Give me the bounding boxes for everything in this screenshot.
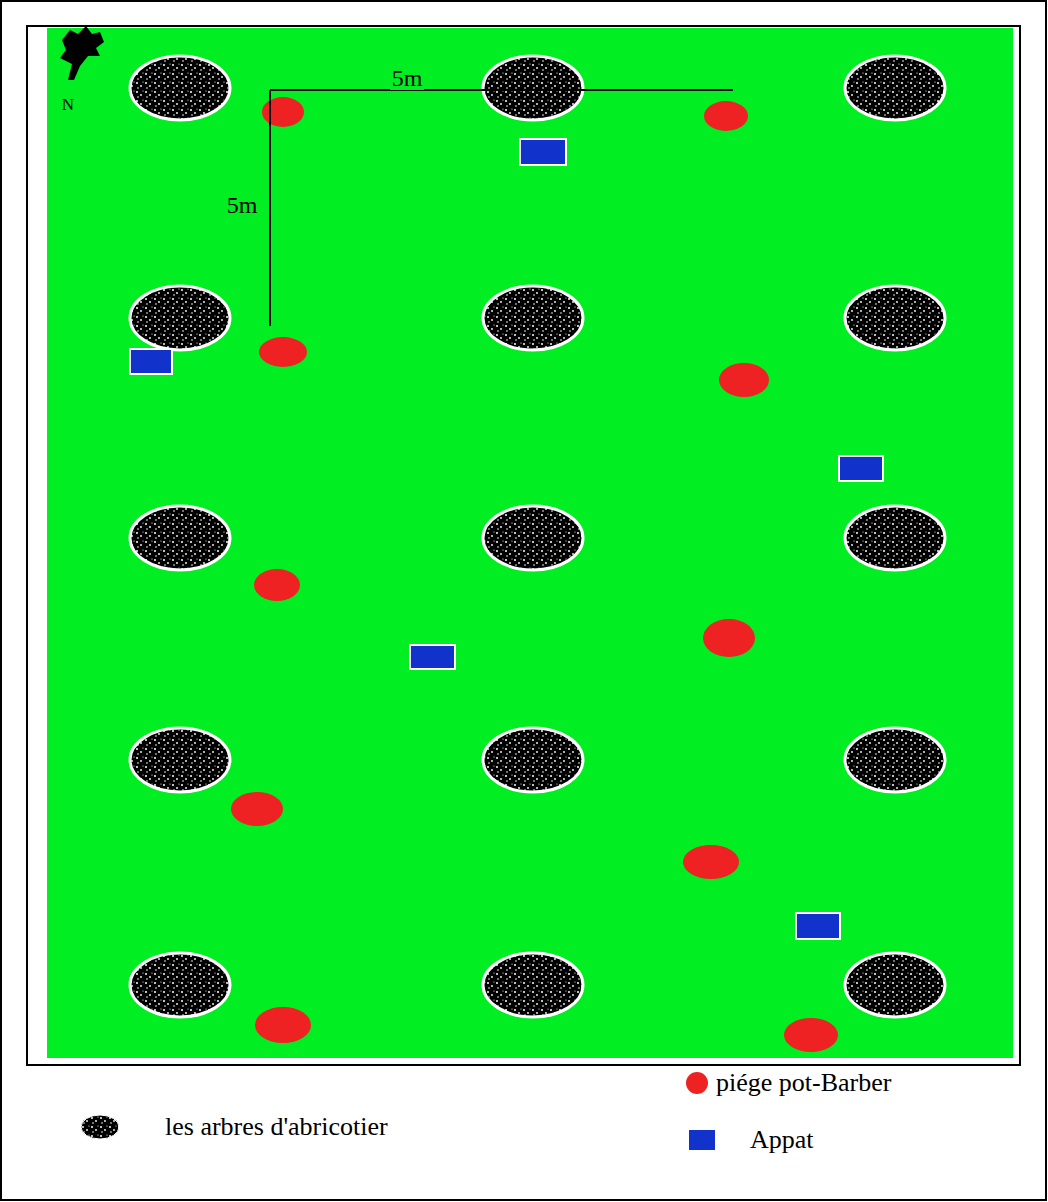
plot-frame (27, 26, 1020, 1065)
pitfall-traps (231, 97, 838, 1052)
legend-swatch (687, 1127, 717, 1153)
apricot-tree (483, 728, 583, 792)
legend-text: les arbres d'abricotier (165, 1114, 388, 1140)
apricot-tree (845, 286, 945, 350)
apricot-tree (845, 953, 945, 1017)
apricot-tree (845, 56, 945, 120)
apricot-tree (130, 56, 230, 120)
apricot-tree (130, 728, 230, 792)
legend-text: piége pot-Barber (716, 1070, 891, 1096)
dimension-label: 5m (225, 193, 260, 217)
north-label: N (62, 96, 74, 113)
dimension-label: 5m (390, 66, 425, 90)
north-symbol (60, 26, 104, 80)
apricot-tree (483, 286, 583, 350)
dimension-lines (270, 90, 733, 326)
apricot-tree (483, 506, 583, 570)
legend-text: Appat (750, 1127, 814, 1153)
legend-swatch (682, 1070, 712, 1096)
apricot-tree (130, 286, 230, 350)
field-ground (47, 28, 1013, 1058)
apricot-tree (130, 953, 230, 1017)
bait-points (130, 139, 883, 939)
apricot-tree (845, 728, 945, 792)
apricot-trees (130, 56, 945, 1017)
apricot-tree (483, 953, 583, 1017)
apricot-tree (845, 506, 945, 570)
apricot-tree (130, 506, 230, 570)
legend-tree-symbol (81, 1115, 119, 1139)
apricot-tree (483, 56, 583, 120)
